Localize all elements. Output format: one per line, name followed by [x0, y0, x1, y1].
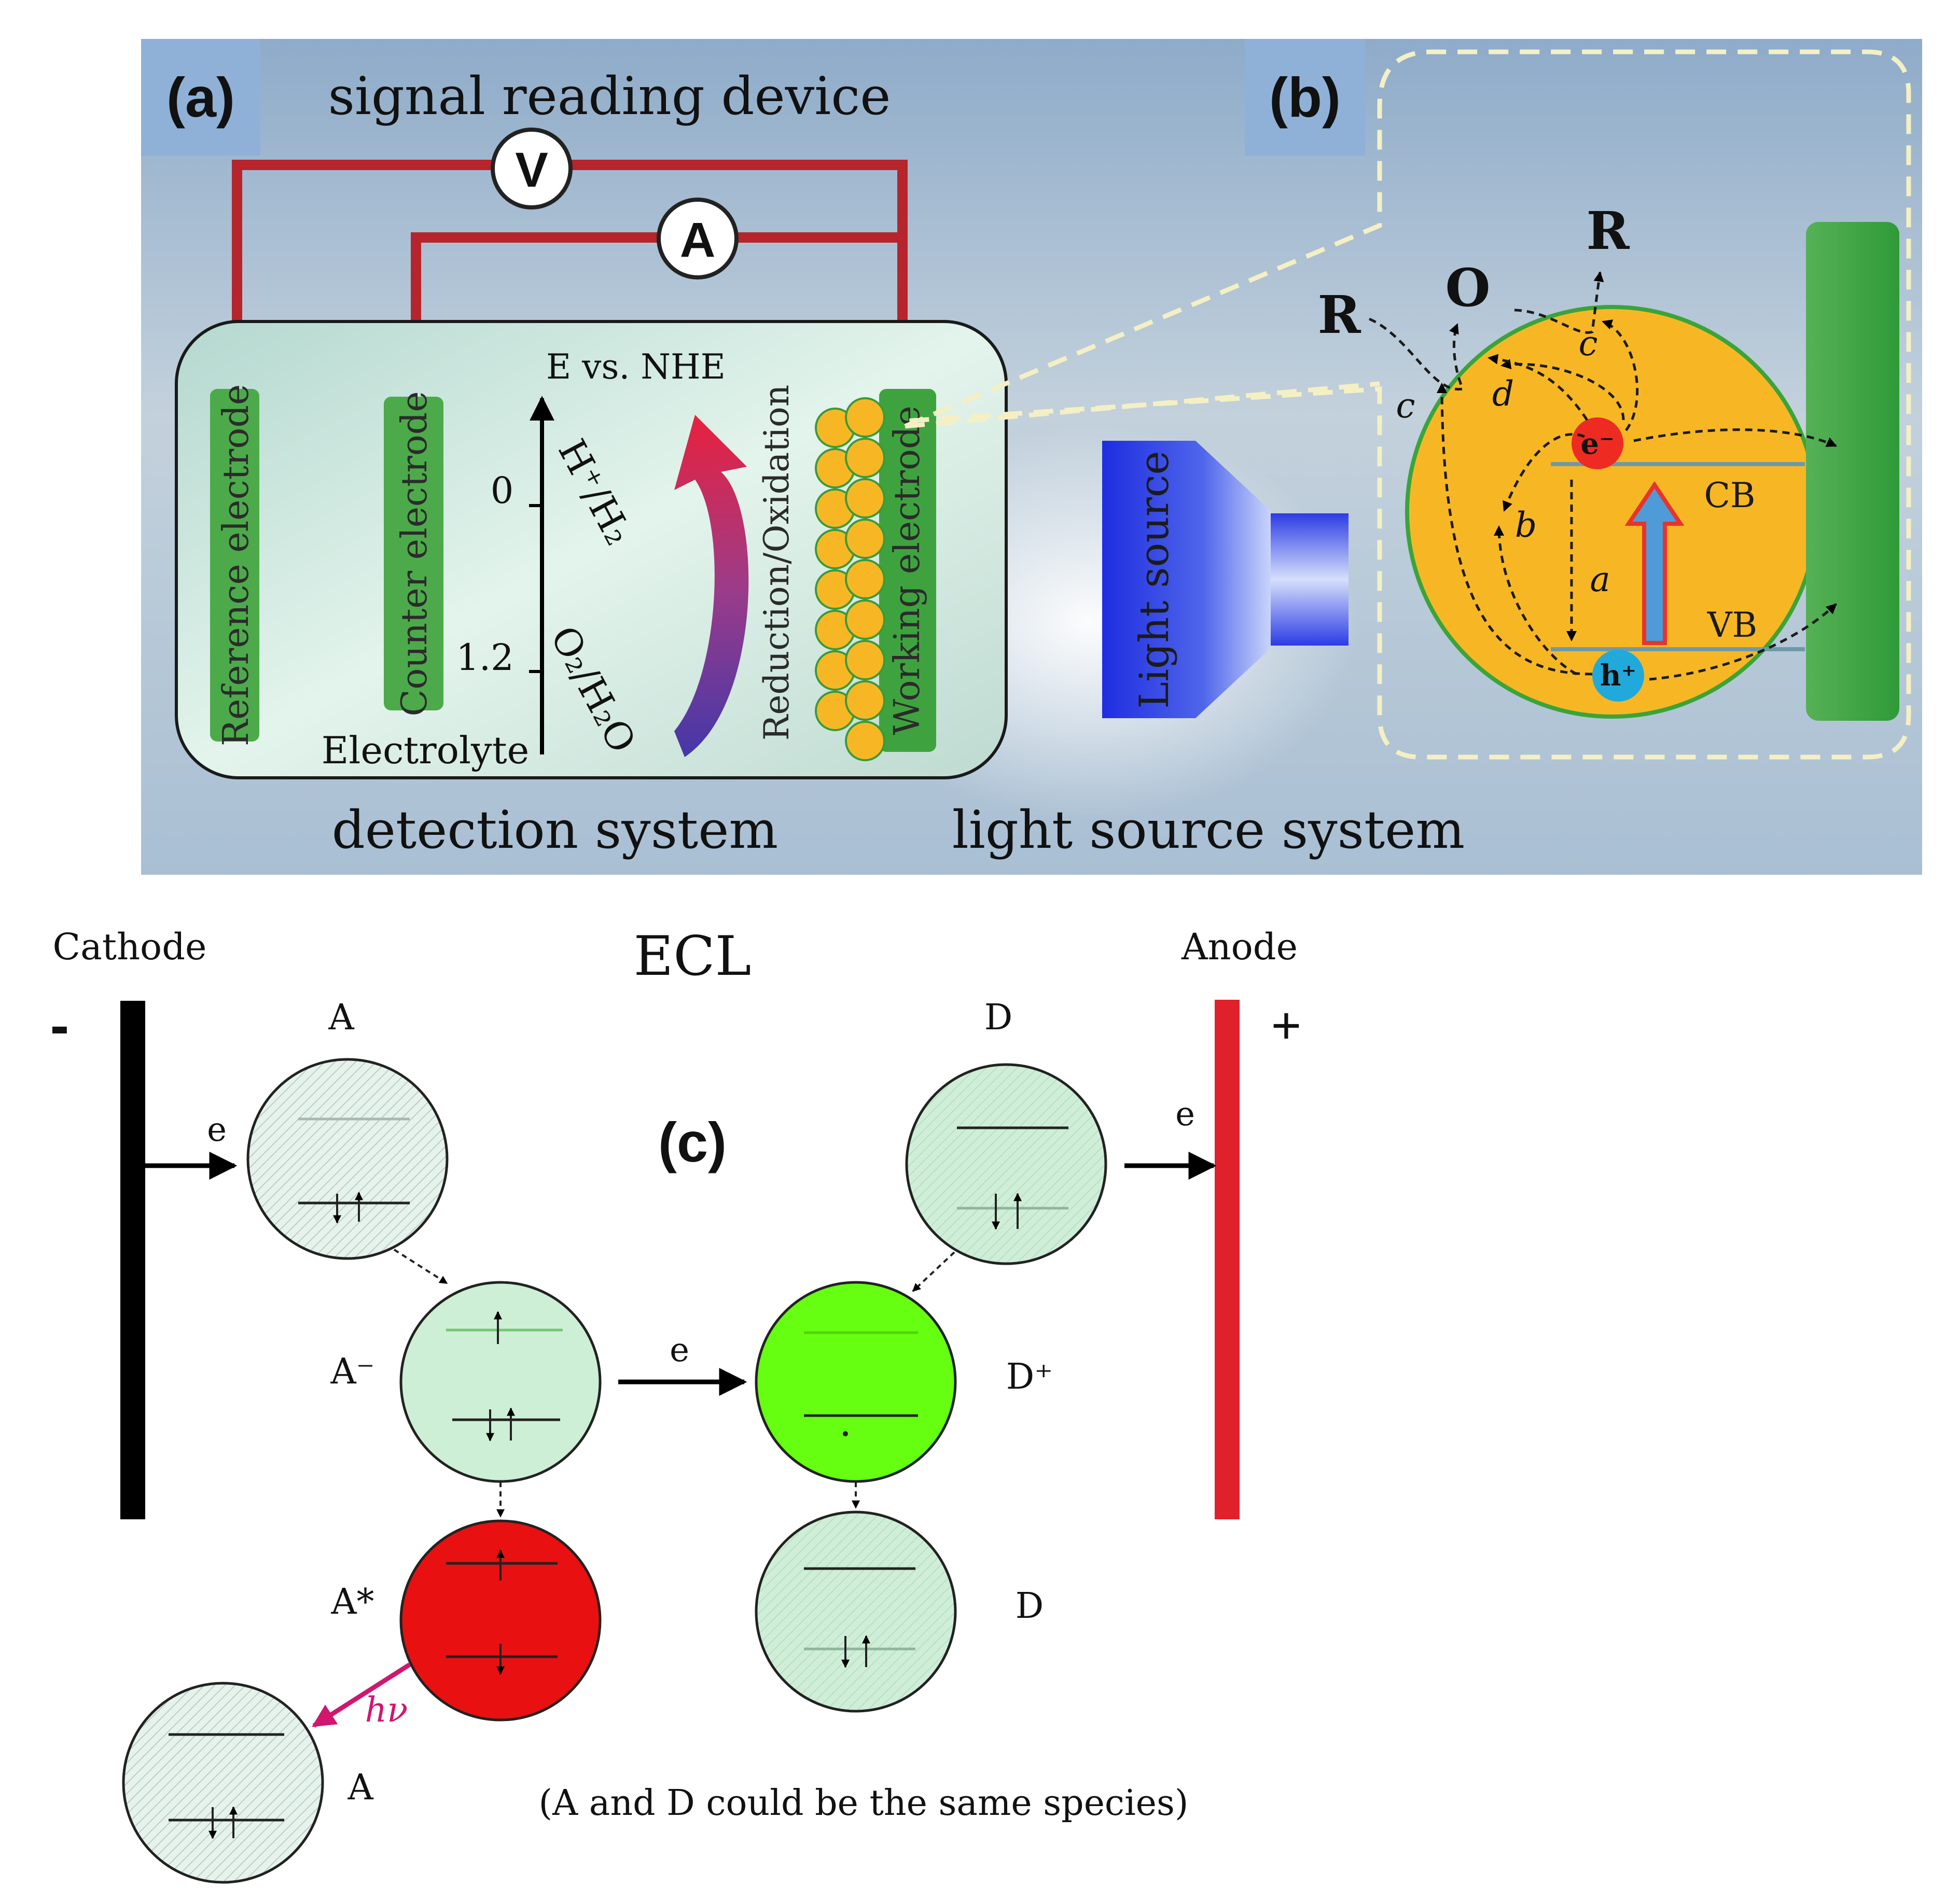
particle: [845, 559, 885, 599]
hole-label: h⁺: [1600, 659, 1636, 693]
excitation-arrow: [1624, 481, 1685, 645]
panel-a-label: (a): [166, 66, 235, 129]
potential-tick-label-0: 0: [491, 469, 514, 512]
signal-reading-device-title: signal reading device: [328, 66, 891, 127]
species-d-radical-cation: [755, 1281, 957, 1483]
collector-plate: [1806, 222, 1899, 721]
species-a-excited: [399, 1519, 602, 1722]
cathode-electrode: [120, 1001, 145, 1519]
anode-sign: +: [1271, 997, 1301, 1055]
species-d-regenerated: [755, 1511, 957, 1713]
anode-electrode: [1215, 1000, 1240, 1519]
photoactive-particles: [815, 397, 885, 761]
species-a-ground: [122, 1682, 324, 1884]
ammeter: A: [657, 198, 739, 279]
particle: [845, 721, 885, 761]
vb-label: VB: [1707, 605, 1757, 645]
potential-tick-label-1: 1.2: [456, 636, 513, 679]
electron: e⁻: [1572, 417, 1623, 469]
cathode-label: Cathode: [53, 926, 207, 968]
light-source: Light source: [1102, 441, 1349, 718]
cb-label: CB: [1704, 476, 1756, 515]
light-source-system-caption: light source system: [952, 800, 1465, 860]
electrolyte-label: Electrolyte: [322, 729, 529, 772]
species-a-top-label: A: [328, 997, 354, 1038]
voltmeter-symbol: V: [515, 143, 548, 198]
photon-emission-arrow: [312, 1662, 411, 1728]
species-a-neutral: [246, 1058, 449, 1260]
light-source-label: Light source: [1131, 451, 1178, 708]
species-a-minus-label: A⁻: [330, 1351, 375, 1392]
particle: [845, 478, 885, 519]
path-c-left-label: c: [1396, 386, 1415, 426]
electron-label: e⁻: [1580, 427, 1614, 461]
cathode-electron-label: e: [207, 1111, 227, 1149]
panel-ab: (a) signal reading device V A Reference …: [141, 39, 1922, 875]
reductant-top-label: R: [1586, 200, 1630, 261]
particle: [845, 680, 885, 721]
particle: [845, 519, 885, 559]
particle: [845, 397, 885, 438]
species-a-bottom-label: A: [347, 1767, 373, 1808]
detection-system-caption: detection system: [332, 800, 778, 860]
species-d-plus-label: D⁺: [1006, 1356, 1053, 1397]
path-d-label: d: [1492, 374, 1514, 414]
path-b-label: b: [1515, 505, 1537, 545]
path-a-label: a: [1590, 560, 1610, 599]
particle: [845, 438, 885, 478]
anode-electron-label: e: [1175, 1095, 1195, 1134]
species-d-neutral: [905, 1063, 1107, 1265]
cathode-sign: -: [50, 994, 69, 1057]
potential-axis-title: E vs. NHE: [546, 347, 726, 387]
panel-a-label-box: [141, 39, 260, 156]
hole: h⁺: [1592, 650, 1644, 702]
panel-b-label-box: [1245, 39, 1365, 156]
redox-arrow: [674, 415, 749, 757]
species-d-top-label: D: [984, 997, 1013, 1038]
panel-c-label: (c): [658, 1111, 727, 1173]
path-c-right-label: c: [1579, 324, 1598, 363]
species-a-radical-anion: [399, 1281, 602, 1483]
voltmeter: V: [491, 128, 573, 209]
panel-b-label: (b): [1269, 66, 1341, 129]
reductant-left-label: R: [1317, 284, 1361, 345]
species-d-bottom-label: D: [1016, 1586, 1044, 1627]
reference-electrode: Reference electrode: [210, 384, 259, 746]
conversion-arrows: [393, 1249, 955, 1518]
photon-label: hν: [365, 1690, 408, 1730]
species-note: (A and D could be the same species): [539, 1783, 1189, 1824]
particle: [845, 599, 885, 640]
working-electrode: Working electrode: [879, 389, 936, 752]
reference-electrode-label: Reference electrode: [216, 384, 257, 746]
counter-electrode-label: Counter electrode: [394, 391, 435, 716]
ammeter-symbol: A: [680, 213, 716, 268]
charge-transfer-paths: [1368, 271, 1837, 681]
redox-label: Reduction/Oxidation: [757, 385, 797, 741]
panel-c-title: ECL: [634, 925, 752, 988]
oxidant-label: O: [1445, 257, 1490, 318]
particle: [845, 640, 885, 680]
annihilation-electron-label: e: [670, 1331, 689, 1369]
zoom-lines: [904, 49, 1911, 760]
working-electrode-label: Working electrode: [887, 405, 928, 735]
anode-label: Anode: [1181, 926, 1298, 968]
counter-electrode: Counter electrode: [384, 391, 443, 717]
species-a-star-label: A*: [330, 1582, 374, 1623]
panel-c: ECL (c) Cathode - Anode + e e e A: [50, 925, 1301, 1884]
